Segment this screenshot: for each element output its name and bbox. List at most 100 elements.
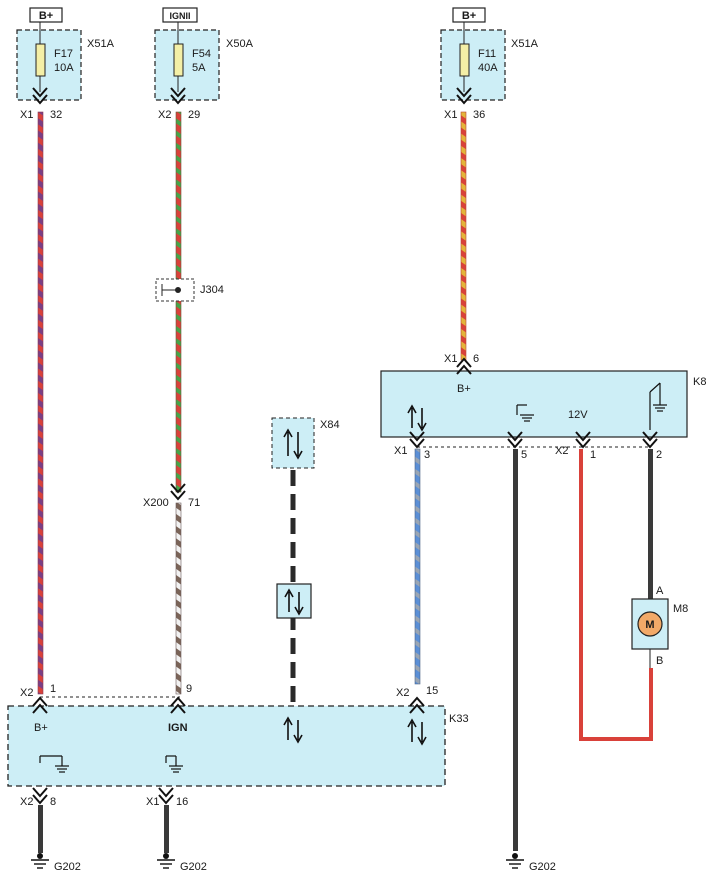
k8-supply-conn: X1 (444, 353, 457, 365)
k33-contents: X2 1 9 X2 15 K33 B+ IGN X2 8 X1 (20, 683, 469, 808)
wire-k8-to-k33-data (414, 448, 421, 685)
ground-label: G202 (180, 861, 207, 873)
conn-f54: X2 (158, 109, 171, 121)
k8-name: K8 (693, 376, 706, 388)
ground-point-2: G202 (157, 853, 207, 873)
connector-symbol-f11 (456, 87, 472, 105)
bidirectional-arrow-icon (283, 428, 303, 460)
k33-bplus-pin: 1 (50, 683, 56, 695)
ground-icon (39, 755, 69, 773)
k33-gnd1-pin: 8 (50, 796, 56, 808)
pin-f54: 29 (188, 109, 200, 121)
bus-label-f17: B+ (39, 10, 53, 22)
connector-symbol-k8-pin2 (642, 431, 658, 449)
wire-x200-to-k33 (175, 502, 182, 695)
k33-module (7, 705, 446, 787)
k33-gnd2-pin: 16 (176, 796, 188, 808)
ground-label: G202 (529, 861, 556, 873)
wire-k33-gnd1 (38, 805, 43, 853)
motor-pin-a: A (656, 585, 664, 597)
relay-switch-icon (649, 382, 667, 430)
ground-point-1: G202 (31, 853, 81, 873)
ground-label: G202 (54, 861, 81, 873)
k8-pin3: 3 (424, 449, 430, 461)
k8-pin2: 2 (656, 449, 662, 461)
ground-point-3: G202 (506, 853, 556, 873)
k33-data-pin: 15 (426, 685, 438, 697)
bidirectional-arrow-icon (284, 588, 304, 616)
bidirectional-arrow-icon (407, 718, 427, 746)
ground-icon (165, 755, 183, 773)
k8-pin3-conn: X1 (394, 445, 407, 457)
pin-f17: 32 (50, 109, 62, 121)
k33-name: K33 (449, 713, 469, 725)
splice-j304: J304 (155, 278, 224, 302)
inline-data-module (276, 583, 312, 619)
wire-k8-12v-to-motor (579, 449, 653, 741)
fuse-name-f54: F54 (192, 48, 211, 60)
connector-symbol-k8-pin1 (575, 431, 591, 449)
wire-k33-gnd2 (164, 805, 169, 853)
pin-f11: 36 (473, 109, 485, 121)
fuse-name-f11: F11 (478, 48, 496, 60)
motor-symbol: M (645, 619, 654, 631)
k33-bplus-conn: X2 (20, 687, 33, 699)
connector-symbol-k33-bplus (32, 696, 48, 714)
wire-f11-to-k8 (460, 111, 467, 361)
inline-conn-label: X200 (143, 497, 169, 509)
inline-pin-label: 71 (188, 497, 200, 509)
splice-label: J304 (200, 284, 224, 296)
k8-supply-pin: 6 (473, 353, 479, 365)
bidirectional-arrow-icon (283, 716, 303, 744)
inline-connector-x200: X200 71 (143, 483, 200, 509)
k33-ign-label: IGN (168, 722, 188, 734)
ground-icon (516, 404, 534, 422)
bidirectional-arrow-icon (407, 404, 427, 432)
connector-symbol-x200 (170, 483, 186, 501)
fuse-block-f17: B+ F17 10A X51A X1 32 (16, 7, 115, 121)
fuse-rating-f17: 10A (54, 62, 74, 74)
k33-ign-pin: 9 (186, 683, 192, 695)
fuse-box-f17: X51A (87, 38, 115, 50)
bus-label-f11: B+ (462, 10, 476, 22)
k33-bplus-label: B+ (34, 722, 48, 734)
connector-symbol-k33-ign (170, 696, 186, 714)
conn-f11: X1 (444, 109, 457, 121)
x84-connector: X84 (271, 417, 340, 469)
wire-f17-to-k33 (37, 111, 44, 695)
x84-label: X84 (320, 419, 340, 431)
wire-k8-to-motor-a (648, 449, 653, 599)
k8-pin1: 1 (590, 449, 596, 461)
k33-gnd1-conn: X2 (20, 796, 33, 808)
wire-k8-ground (513, 449, 518, 851)
k33-gnd2-conn: X1 (146, 796, 159, 808)
connector-symbol-k33-gnd2 (158, 787, 174, 805)
connector-symbol-k33-data (409, 696, 425, 714)
fuse-box-f54: X50A (226, 38, 254, 50)
connector-symbol-f17 (32, 87, 48, 105)
motor-m8: M M8 A B (631, 585, 688, 668)
conn-f17: X1 (20, 109, 33, 121)
fuse-rating-f54: 5A (192, 62, 206, 74)
k8-pin5: 5 (521, 449, 527, 461)
motor-name: M8 (673, 603, 688, 615)
k8-module (380, 370, 688, 438)
fuse-block-f54: IGNII F54 5A X50A X2 29 (154, 7, 254, 121)
fuse-box-f11: X51A (511, 38, 539, 50)
fuse-rating-f11: 40A (478, 62, 498, 74)
k8-bplus-label: B+ (457, 383, 471, 395)
fuse-name-f17: F17 (54, 48, 73, 60)
k8-pin1-conn: X2 (555, 445, 568, 457)
connector-symbol-f54 (170, 87, 186, 105)
connector-symbol-k8-supply (456, 357, 472, 375)
connector-symbol-k33-gnd1 (32, 787, 48, 805)
k33-data-conn: X2 (396, 687, 409, 699)
k8-12v-label: 12V (568, 409, 588, 421)
wire-f54-to-x200 (175, 111, 182, 493)
bus-label-f54: IGNII (169, 11, 190, 21)
motor-pin-b: B (656, 655, 663, 667)
k8-contents: X1 6 B+ K8 12V X1 3 5 X2 1 2 (394, 353, 706, 461)
connector-symbol-k8-pin5 (507, 431, 523, 449)
connector-symbol-k8-pin3 (409, 431, 425, 449)
